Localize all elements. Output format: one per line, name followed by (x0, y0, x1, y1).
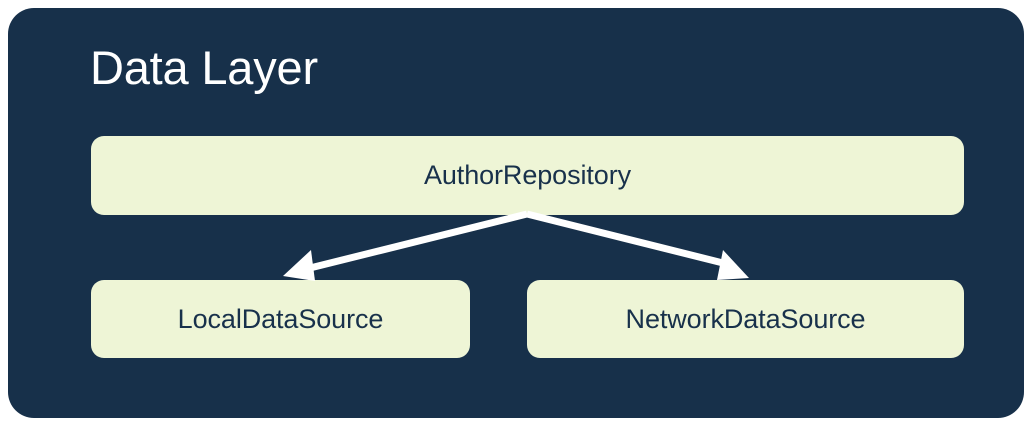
layer-title: Data Layer (90, 41, 318, 94)
node-network-data-source-label: NetworkDataSource (625, 303, 866, 334)
node-local-data-source-label: LocalDataSource (177, 303, 384, 334)
node-author-repository[interactable]: AuthorRepository (91, 136, 964, 215)
node-author-repository-label: AuthorRepository (423, 160, 631, 190)
node-local-data-source[interactable]: LocalDataSource (91, 280, 470, 358)
node-network-data-source[interactable]: NetworkDataSource (527, 280, 964, 358)
